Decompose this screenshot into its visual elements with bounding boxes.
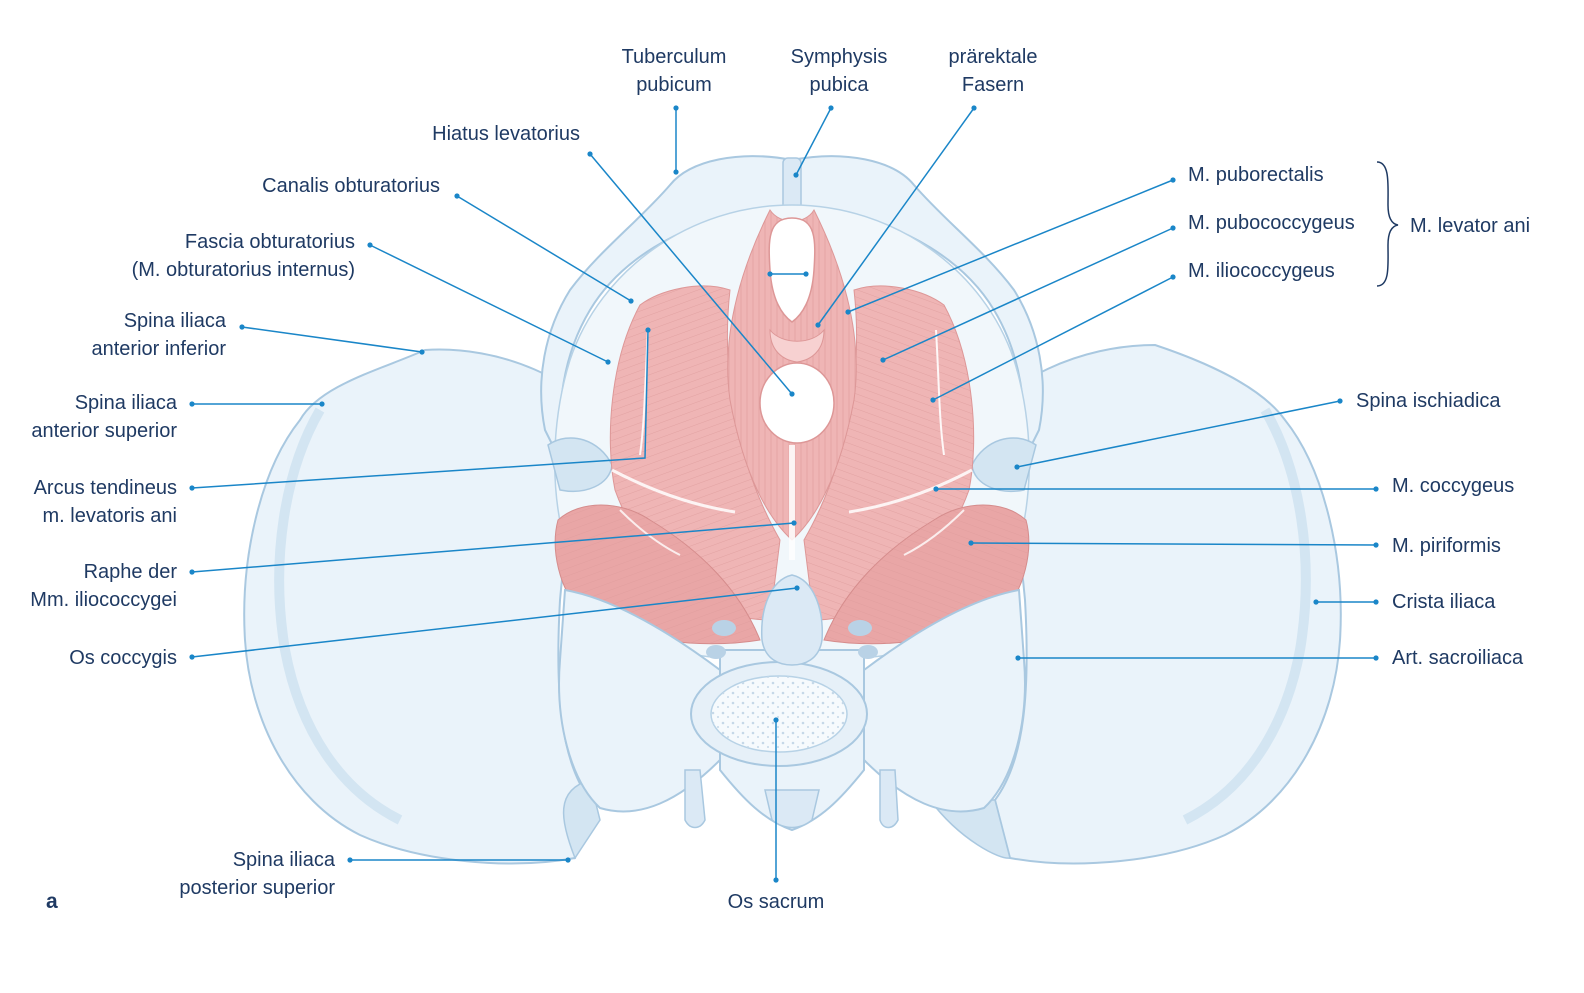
label-m-coccygeus: M. coccygeus <box>1392 475 1515 497</box>
leader-spina-iliaca-anterior-inferior <box>241 326 423 353</box>
label-m-piriformis: M. piriformis <box>1392 535 1501 557</box>
leader-os-sacrum-dot <box>773 877 779 883</box>
leader-m-pubococcygeus-dot <box>1170 225 1176 231</box>
leader-spina-ischiadica-dot <box>1014 464 1020 470</box>
leader-spina-ischiadica <box>1016 400 1341 468</box>
leader-os-coccygis <box>191 587 798 658</box>
leader-canalis-obturatorius-dot <box>628 298 634 304</box>
leader-spina-iliaca-anterior-superior-dot <box>189 401 195 407</box>
leader-fascia-obturatorius-dot <box>605 359 611 365</box>
leader-praerektale-fasern-dot <box>971 105 977 111</box>
leader-m-pubococcygeus <box>882 227 1174 361</box>
leader-spina-iliaca-posterior-superior-dot <box>565 857 571 863</box>
leader-m-puborectalis-dot <box>845 309 851 315</box>
leader-canalis-obturatorius <box>456 195 632 302</box>
leader-spina-iliaca-anterior-superior-dot <box>319 401 325 407</box>
leader-crista-iliaca-dot <box>1313 599 1319 605</box>
leader-spina-ischiadica-dot <box>1337 398 1343 404</box>
leader-os-coccygis-dot <box>794 585 800 591</box>
leader-os-coccygis-dot <box>189 654 195 660</box>
levator-ani-brace <box>1376 161 1399 287</box>
leader-spina-iliaca-anterior-inferior-dot <box>419 349 425 355</box>
label-fascia-obturatorius: Fascia obturatorius(M. obturatorius inte… <box>131 231 355 281</box>
leader-tick-hiatus-dot <box>803 271 809 277</box>
leader-fascia-obturatorius-dot <box>367 242 373 248</box>
leader-praerektale-fasern <box>817 107 975 326</box>
leader-m-piriformis <box>970 542 1377 546</box>
leader-raphe-dot <box>189 569 195 575</box>
leader-spina-iliaca-posterior-superior-dot <box>347 857 353 863</box>
leader-m-coccygeus-dot <box>933 486 939 492</box>
leader-hiatus-levatorius-dot <box>587 151 593 157</box>
coccyx <box>706 574 878 666</box>
leader-art-sacroiliaca-dot <box>1015 655 1021 661</box>
urogenital-hiatus <box>768 217 816 323</box>
leader-arcus-tendineus-dot <box>645 327 651 333</box>
leader-m-iliococcygeus-dot <box>930 397 936 403</box>
label-hiatus-levatorius: Hiatus levatorius <box>432 123 580 145</box>
leader-spina-iliaca-anterior-inferior-dot <box>239 324 245 330</box>
leader-arcus-tendineus-dot <box>189 485 195 491</box>
leader-m-puborectalis <box>847 179 1174 313</box>
leader-raphe <box>191 522 795 573</box>
leader-m-puborectalis-dot <box>1170 177 1176 183</box>
label-crista-iliaca: Crista iliaca <box>1392 591 1496 613</box>
panel-letter: a <box>46 890 58 913</box>
label-os-coccygis: Os coccygis <box>69 647 177 669</box>
leader-os-sacrum-dot <box>773 717 779 723</box>
leader-fascia-obturatorius <box>369 244 609 363</box>
leader-m-coccygeus-dot <box>1373 486 1379 492</box>
leader-art-sacroiliaca-dot <box>1373 655 1379 661</box>
ilium-right <box>928 343 1342 865</box>
leader-hiatus-levatorius <box>589 153 793 395</box>
leader-raphe-dot <box>791 520 797 526</box>
leader-praerektale-fasern-dot <box>815 322 821 328</box>
leader-symphysis-pubica-dot <box>793 172 799 178</box>
leader-m-iliococcygeus-dot <box>1170 274 1176 280</box>
leader-m-piriformis-dot <box>1373 542 1379 548</box>
leader-tuberculum-pubicum-dot <box>673 105 679 111</box>
label-m-levator-ani: M. levator ani <box>1410 215 1531 237</box>
leader-lines <box>189 105 1399 883</box>
leader-hiatus-levatorius-dot <box>789 391 795 397</box>
label-m-pubococcygeus: M. pubococcygeus <box>1188 212 1355 234</box>
leader-symphysis-pubica-dot <box>828 105 834 111</box>
rectal-hiatus <box>759 362 835 444</box>
leader-crista-iliaca-dot <box>1373 599 1379 605</box>
label-os-sacrum: Os sacrum <box>727 891 825 913</box>
label-art-sacroiliaca: Art. sacroiliaca <box>1392 647 1524 669</box>
leader-m-piriformis-dot <box>968 540 974 546</box>
leader-tuberculum-pubicum-dot <box>673 169 679 175</box>
leader-tick-hiatus-dot <box>767 271 773 277</box>
label-m-iliococcygeus: M. iliococcygeus <box>1188 260 1335 282</box>
leader-arcus-tendineus <box>191 329 649 489</box>
leader-symphysis-pubica <box>795 107 832 176</box>
label-spina-ischiadica: Spina ischiadica <box>1356 390 1501 412</box>
leader-m-iliococcygeus <box>932 276 1174 401</box>
label-m-puborectalis: M. puborectalis <box>1188 164 1324 186</box>
leader-canalis-obturatorius-dot <box>454 193 460 199</box>
leader-m-pubococcygeus-dot <box>880 357 886 363</box>
label-canalis-obturatorius: Canalis obturatorius <box>262 175 440 197</box>
sacrum <box>558 588 1026 832</box>
